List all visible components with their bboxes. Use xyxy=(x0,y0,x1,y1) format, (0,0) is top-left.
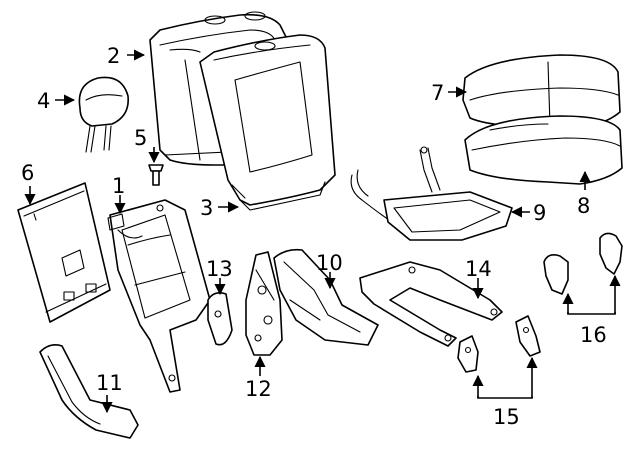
callout-14: 14 xyxy=(465,257,492,281)
leader-lines xyxy=(24,49,621,414)
part-10-side-shield xyxy=(273,248,379,346)
callout-9: 9 xyxy=(533,201,546,225)
callout-10: 10 xyxy=(316,251,343,275)
callout-1: 1 xyxy=(112,174,125,198)
part-9-seat-frame xyxy=(350,146,513,241)
part-1-seatback-frame xyxy=(107,199,211,393)
part-8-seat-pad xyxy=(464,115,623,185)
callout-4: 4 xyxy=(37,89,50,113)
leader-16-bracket xyxy=(567,312,616,315)
leader-15-bracket xyxy=(477,396,533,399)
callout-6: 6 xyxy=(21,161,34,185)
callout-15: 15 xyxy=(493,405,520,429)
callout-5: 5 xyxy=(134,126,147,150)
part-7-seat-cushion xyxy=(462,54,621,129)
callout-labels: 2 4 5 6 1 3 7 8 9 10 13 14 12 11 15 16 xyxy=(21,44,607,429)
callout-3: 3 xyxy=(200,196,213,220)
callout-2: 2 xyxy=(107,44,120,68)
part-4-headrest xyxy=(78,76,129,153)
part-11-trim-panel xyxy=(39,344,139,439)
callout-13: 13 xyxy=(206,257,233,281)
part-3-seatback-cushion xyxy=(199,34,336,211)
part-16-clips xyxy=(543,232,623,295)
part-12-hinge-bracket xyxy=(245,251,283,356)
part-14-frame-rail xyxy=(359,261,503,347)
callout-11: 11 xyxy=(96,371,123,395)
callout-12: 12 xyxy=(245,377,272,401)
part-13-bracket xyxy=(207,292,233,346)
part-15-brackets xyxy=(457,315,541,373)
callout-16: 16 xyxy=(580,323,607,347)
part-6-back-panel xyxy=(17,182,111,323)
callout-7: 7 xyxy=(431,81,444,105)
callout-8: 8 xyxy=(577,194,590,218)
part-5-headrest-guide xyxy=(148,164,164,186)
